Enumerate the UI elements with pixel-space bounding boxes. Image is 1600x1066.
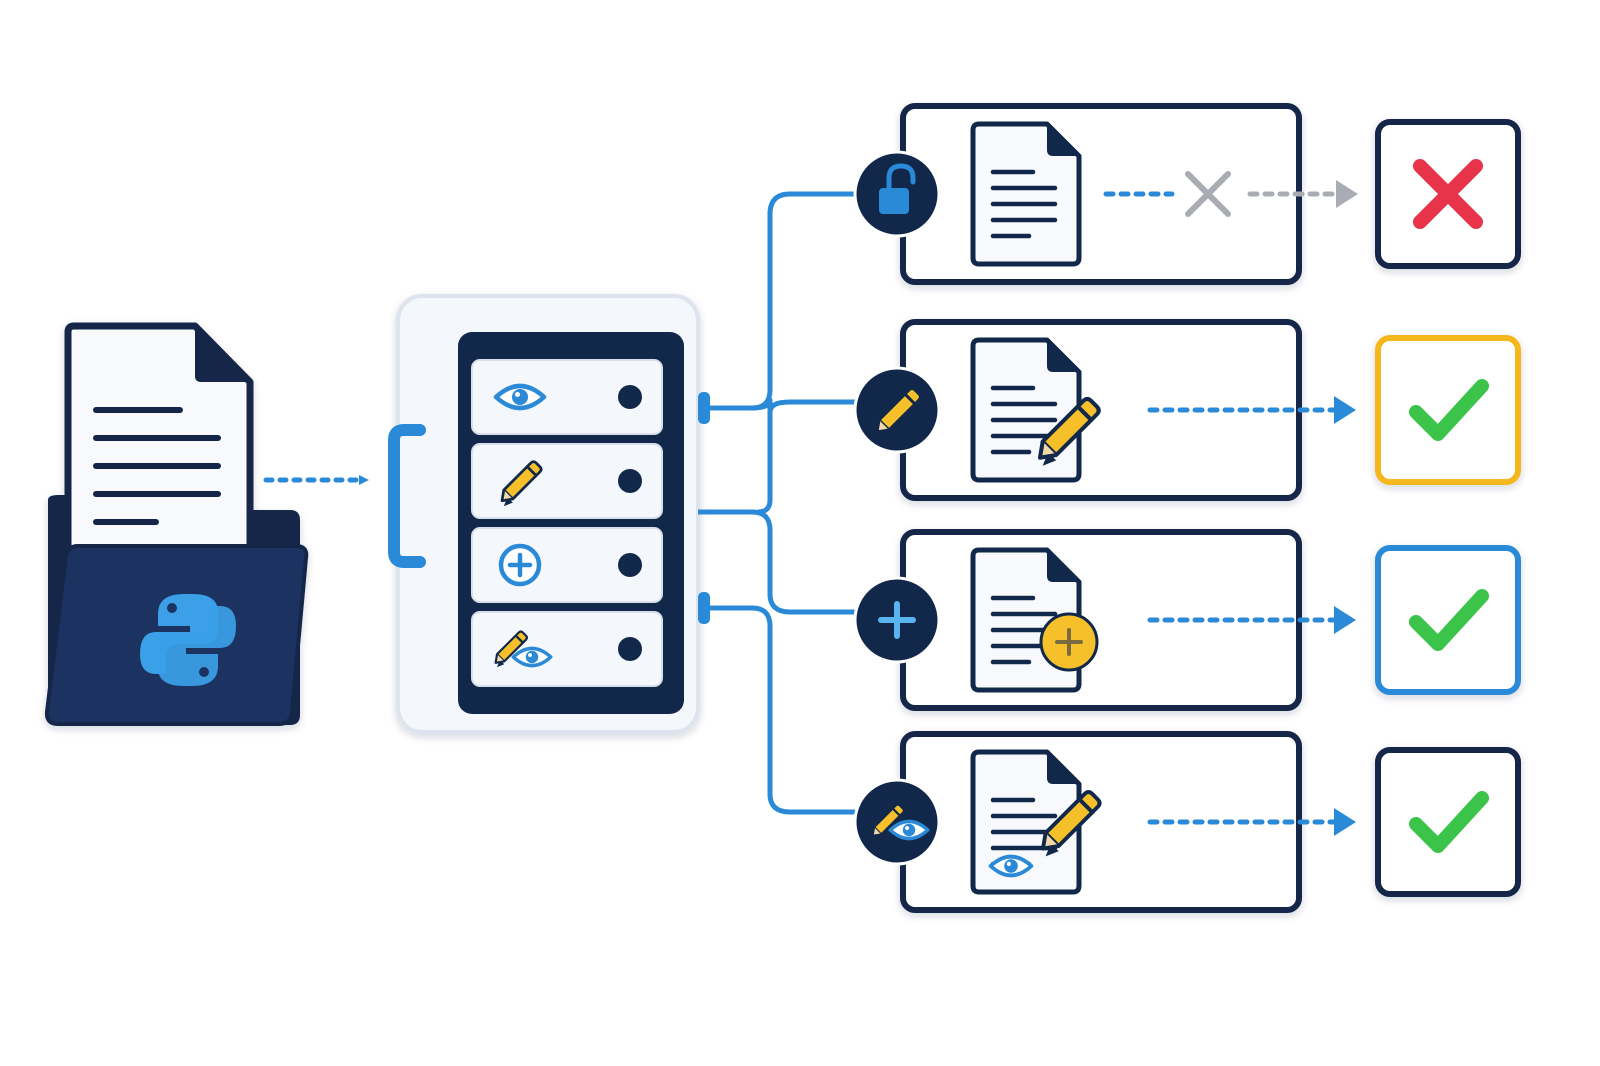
plus-icon xyxy=(878,601,916,639)
document-edit-icon xyxy=(970,337,1101,483)
pencil-eye-icon-badge xyxy=(853,778,941,866)
pencil-icon xyxy=(494,630,528,668)
cabinet-handle xyxy=(388,424,426,568)
connector-trunk xyxy=(757,412,773,515)
pencil-eye-icon xyxy=(494,630,553,668)
result-box xyxy=(1375,747,1521,897)
cabinet-connector-upper xyxy=(698,392,710,424)
red-x-icon xyxy=(1413,159,1483,229)
pencil-eye-icon xyxy=(871,803,930,841)
connector-to-branch-4 xyxy=(710,605,858,815)
connector-to-branch-3 xyxy=(698,509,858,615)
eye-icon xyxy=(988,854,1034,878)
document-add-icon xyxy=(970,547,1099,693)
green-check-icon xyxy=(1409,379,1489,441)
branch-1-denied xyxy=(853,103,1521,285)
branch-4-allowed xyxy=(853,731,1521,913)
branch-panel xyxy=(900,103,1302,285)
arrow-head xyxy=(1334,808,1356,836)
result-box xyxy=(1375,545,1521,695)
result-box xyxy=(1375,335,1521,485)
result-box xyxy=(1375,119,1521,269)
green-check-icon xyxy=(1409,791,1489,853)
pencil-glyph xyxy=(500,460,543,507)
green-check-icon xyxy=(1409,589,1489,651)
document-icon xyxy=(970,121,1082,267)
branch-3-allowed xyxy=(853,529,1521,711)
python-source-folder xyxy=(44,322,309,726)
arrow-head xyxy=(1334,396,1356,424)
cabinet-drawer-read xyxy=(471,359,663,435)
cabinet-connector-lower xyxy=(698,592,710,624)
grey-arrow-head xyxy=(1336,180,1358,208)
pencil-icon xyxy=(1041,790,1102,857)
cabinet-drawer-read-write xyxy=(471,611,663,687)
unlocked-padlock-icon xyxy=(879,163,916,214)
eye-icon xyxy=(888,819,930,841)
pencil-icon xyxy=(875,387,922,438)
pencil-icon xyxy=(871,803,905,841)
pencil-icon-badge xyxy=(853,366,941,454)
python-logo-icon xyxy=(140,594,236,686)
branch-connectors xyxy=(698,191,858,815)
connector-to-branch-2 xyxy=(710,397,858,415)
arrow-head xyxy=(1334,606,1356,634)
unlocked-padlock-icon-badge xyxy=(853,150,941,238)
drawer-knob xyxy=(618,385,642,409)
eye-icon xyxy=(511,646,553,668)
plus-icon-badge xyxy=(853,576,941,664)
add-badge-icon xyxy=(1039,612,1099,672)
eye-icon xyxy=(493,383,547,411)
cabinet-drawer-write xyxy=(471,443,663,519)
pencil-icon xyxy=(500,460,543,507)
blocked-x-icon xyxy=(1185,171,1231,217)
mode-cabinet xyxy=(388,294,710,734)
drawer-knob xyxy=(618,469,642,493)
connector-to-branch-1 xyxy=(710,191,858,411)
pencil-icon xyxy=(1037,396,1101,466)
document-view-edit-icon xyxy=(970,749,1102,895)
drawer-knob xyxy=(618,553,642,577)
cabinet-drawer-append xyxy=(471,527,663,603)
plus-circle-icon xyxy=(498,543,542,587)
branch-2-allowed xyxy=(853,319,1521,501)
drawer-knob xyxy=(618,637,642,661)
